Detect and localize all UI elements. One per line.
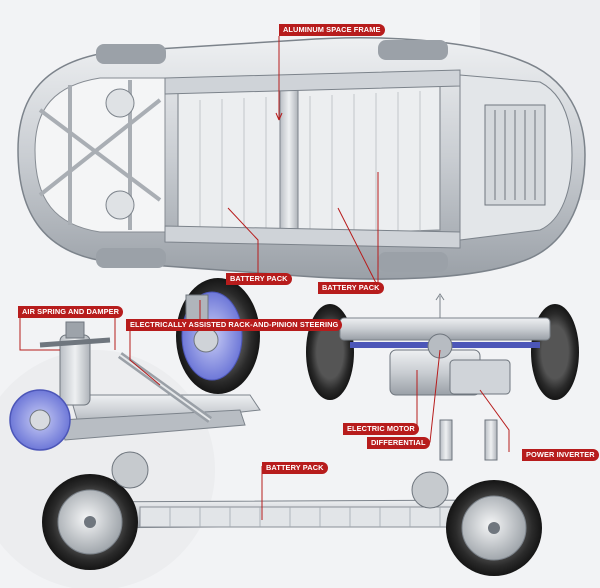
label-battery-pack-mid: BATTERY PACK	[318, 282, 384, 294]
top-view-car-frame	[17, 37, 586, 280]
label-aluminum-space-frame: ALUMINUM SPACE FRAME	[279, 24, 385, 36]
front-suspension-assembly	[9, 278, 261, 451]
label-battery-pack-bottom: BATTERY PACK	[262, 462, 328, 474]
side-view-chassis	[42, 419, 542, 576]
label-steering: ELECTRICALLY ASSISTED RACK-AND-PINION ST…	[126, 319, 343, 331]
rear-drive-unit	[306, 293, 579, 400]
label-air-spring-and-damper: AIR SPRING AND DAMPER	[18, 306, 124, 318]
label-power-inverter: POWER INVERTER	[522, 449, 599, 461]
label-differential: DIFFERENTIAL	[367, 437, 430, 449]
label-electric-motor: ELECTRIC MOTOR	[343, 423, 419, 435]
label-battery-pack-top: BATTERY PACK	[226, 273, 292, 285]
